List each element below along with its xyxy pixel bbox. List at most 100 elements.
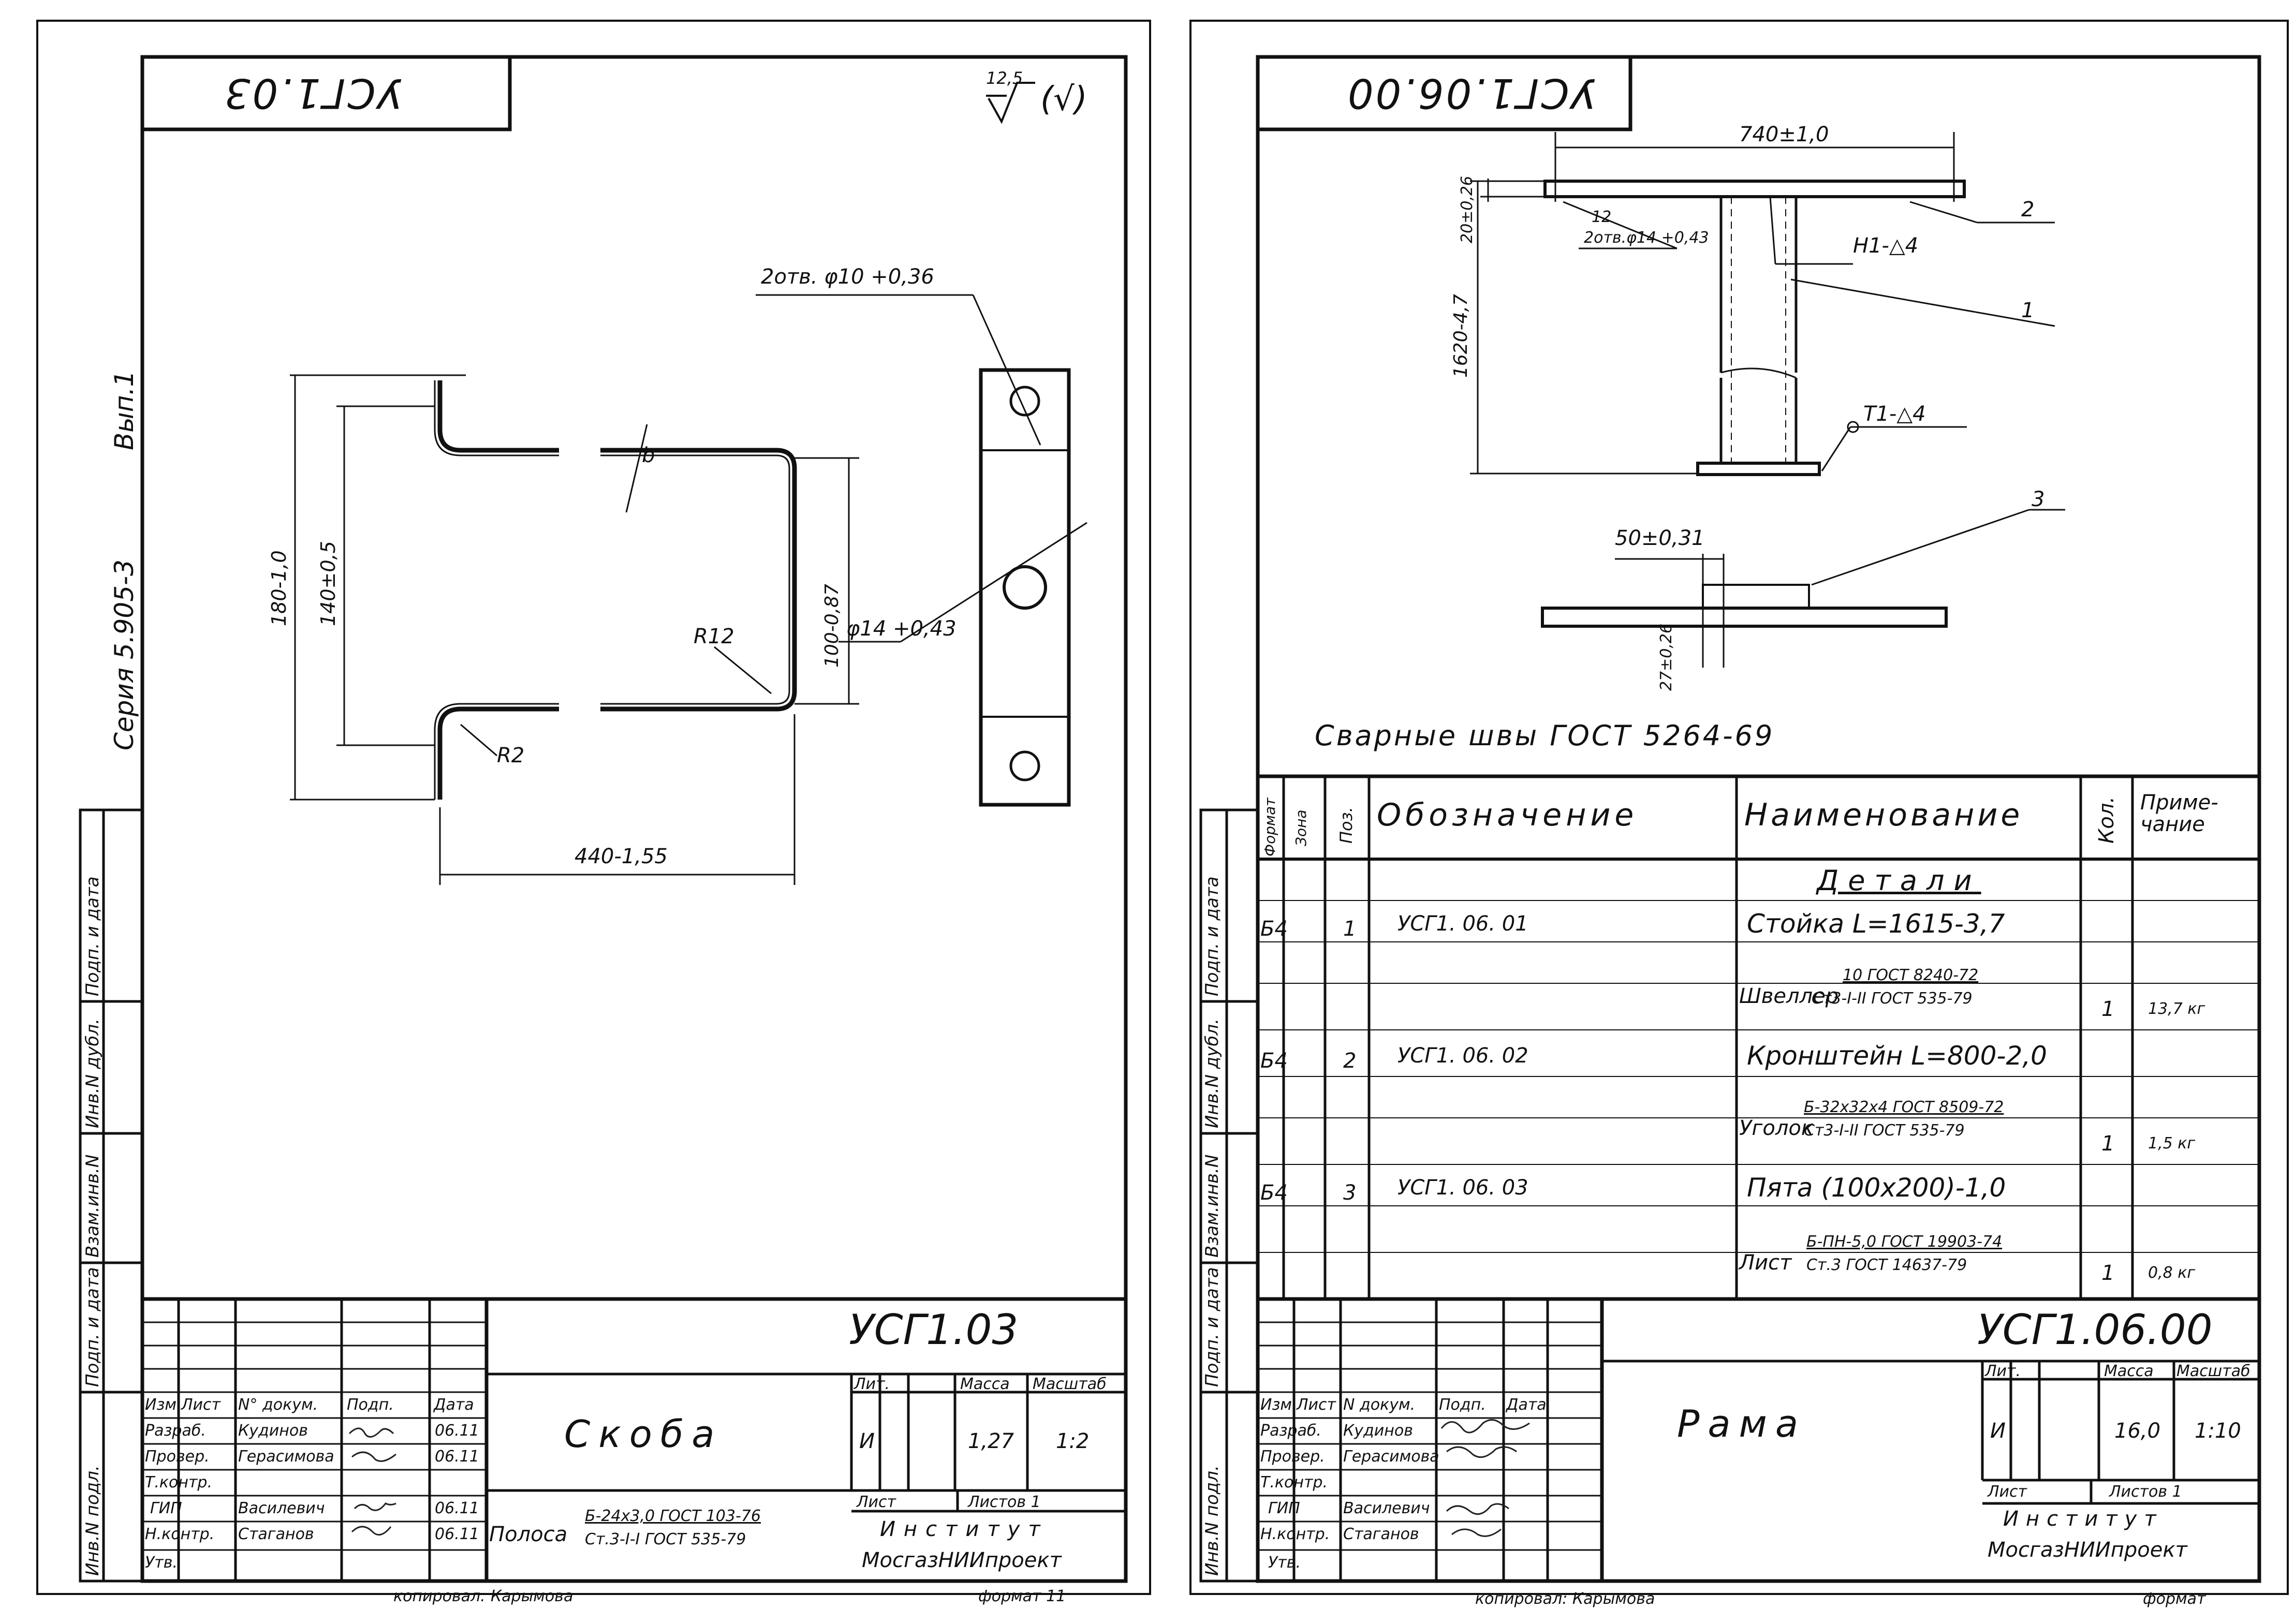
right-institute-2: МосгазНИИпроект — [1988, 1538, 2187, 1562]
right-designation: УСГ1.06.00 — [1977, 1306, 2213, 1354]
roughness-symbol-bracket: (√) — [1040, 80, 1087, 119]
left-lit-header: Лит. — [854, 1375, 890, 1393]
right-side-label-0: Инв.N подл. — [1202, 1465, 1223, 1576]
spec-row-3-mat-top: Б-ПН-5,0 ГОСТ 19903-74 — [1806, 1233, 2003, 1251]
issue-label: Вып.1 — [109, 370, 139, 450]
right-name: Рама — [1677, 1402, 1806, 1445]
spec-row-2-pos: 2 — [1343, 1049, 1357, 1073]
right-footer-format: формат — [2143, 1590, 2206, 1608]
spec-row-3-name: Пята (100х200)-1,0 — [1747, 1173, 2006, 1203]
left-name: Скоба — [564, 1412, 723, 1456]
right-hdr-3: Подп. — [1439, 1396, 1486, 1414]
series-label: Серия 5.905-3 — [109, 559, 139, 750]
left-sheets-label: Листов 1 — [968, 1493, 1041, 1511]
right-mass-header: Масса — [2104, 1362, 2154, 1380]
dim-foot-offset: 50±0,31 — [1615, 526, 1705, 550]
left-material-name: Полоса — [489, 1523, 568, 1546]
spec-row-3-qty: 1 — [2101, 1261, 2115, 1285]
left-side-label-0: Инв.N подл. — [82, 1465, 103, 1576]
spec-row-2-designation: УСГ1. 06. 02 — [1397, 1044, 1528, 1068]
left-material-top: Б-24х3,0 ГОСТ 103-76 — [585, 1507, 761, 1525]
right-footer-copied: копировал: Карымова — [1475, 1590, 1655, 1608]
dim-height-right: 100-0,87 — [821, 584, 843, 668]
dim-angle: 12 — [1592, 208, 1612, 226]
left-date-1: 06.11 — [435, 1448, 479, 1466]
left-hdr-3: Подп. — [347, 1396, 394, 1414]
spec-row-2-note: 1,5 кг — [2148, 1134, 2196, 1153]
left-scale-value: 1:2 — [1056, 1429, 1090, 1453]
left-role-5: Утв. — [145, 1554, 178, 1572]
spec-section-title: Детали — [1817, 864, 1981, 897]
spec-row-1-designation: УСГ1. 06. 01 — [1397, 912, 1528, 936]
left-mass-header: Масса — [960, 1375, 1010, 1393]
callout-2: 2 — [2021, 198, 2035, 222]
right-hdr-4: Дата — [1506, 1396, 1547, 1414]
spec-row-2-name: Кронштейн L=800-2,0 — [1747, 1041, 2047, 1071]
weld-note: Сварные швы ГОСТ 5264-69 — [1315, 719, 1775, 752]
spec-row-1-pos: 1 — [1343, 917, 1357, 941]
left-role-0: Разраб. — [145, 1422, 206, 1440]
left-hdr-2: N° докум. — [238, 1396, 318, 1414]
dim-hole-small: 2отв. φ10 +0,36 — [761, 265, 934, 289]
right-role-5: Утв. — [1268, 1554, 1301, 1572]
left-sheet-label: Лист — [857, 1493, 896, 1511]
right-sheets-label: Листов 1 — [2109, 1483, 2182, 1501]
right-role-name-4: Стаганов — [1343, 1525, 1419, 1543]
right-institute-1: Институт — [2003, 1507, 2164, 1531]
spec-row-1-note: 13,7 кг — [2148, 1000, 2205, 1018]
spec-row-2-qty: 1 — [2101, 1132, 2115, 1156]
right-side-label-4: Подп. и дата — [1202, 876, 1223, 996]
right-signatures — [1440, 1419, 1530, 1537]
left-designation: УСГ1.03 — [849, 1306, 1019, 1354]
dim-height-inner: 140±0,5 — [317, 541, 340, 626]
right-role-name-0: Кудинов — [1343, 1422, 1413, 1440]
right-lit-header: Лит. — [1985, 1362, 2021, 1380]
right-role-1: Провер. — [1260, 1448, 1325, 1466]
spec-row-3-note: 0,8 кг — [2148, 1264, 2196, 1282]
right-hdr-0: Изм — [1260, 1396, 1292, 1414]
left-material-bottom: Ст.3-I-I ГОСТ 535-79 — [585, 1530, 746, 1548]
weld-t: Т1-△4 — [1863, 402, 1926, 426]
left-side-label-1: Подп. и дата — [82, 1267, 103, 1387]
spec-hdr-pos: Поз. — [1336, 807, 1356, 844]
left-footer-format: формат 11 — [978, 1587, 1066, 1605]
left-date-4: 06.11 — [435, 1525, 479, 1543]
left-role-2: Т.контр. — [145, 1473, 213, 1492]
right-mass-value: 16,0 — [2114, 1419, 2161, 1443]
spec-row-3-material: Лист — [1739, 1251, 1792, 1275]
spec-hdr-designation: Обозначение — [1377, 797, 1638, 833]
right-side-label-2: Взам.инв.N — [1202, 1154, 1223, 1258]
left-date-0: 06.11 — [435, 1422, 479, 1440]
dim-radius-small: R2 — [497, 744, 525, 767]
left-role-3: ГИП — [150, 1499, 182, 1517]
right-hdr-1: Лист — [1297, 1396, 1336, 1414]
left-code-tab-mirrored: УСГ1.03 — [223, 69, 403, 116]
dim-radius-big: R12 — [694, 625, 734, 648]
right-role-name-3: Василевич — [1343, 1499, 1430, 1517]
spec-row-3-format: Б4 — [1260, 1181, 1288, 1205]
spec-row-3-designation: УСГ1. 06. 03 — [1397, 1176, 1528, 1200]
left-footer-copied: копировал: Карымова — [393, 1587, 573, 1605]
dim-height-left: 20±0,26 — [1458, 175, 1476, 243]
spec-row-1-mat-bot: Ст3-I-II ГОСТ 535-79 — [1812, 990, 1973, 1008]
spec-hdr-note: Приме-чание — [2140, 791, 2218, 836]
left-role-name-1: Герасимова — [238, 1448, 334, 1466]
left-hdr-0: Изм — [145, 1396, 177, 1414]
spec-row-1-qty: 1 — [2101, 997, 2115, 1021]
dim-hole-large: φ14 +0,43 — [846, 617, 957, 641]
dim-height-total: 180-1,0 — [268, 550, 290, 626]
left-role-name-0: Кудинов — [238, 1422, 308, 1440]
right-side-label-1: Подп. и дата — [1202, 1267, 1223, 1387]
right-scale-value: 1:10 — [2195, 1419, 2241, 1443]
roughness-value: 12,5 — [986, 68, 1023, 88]
right-role-3: ГИП — [1268, 1499, 1300, 1517]
spec-row-1-name: Стойка L=1615-3,7 — [1747, 909, 2005, 939]
dim-foot-height: 27±0,26 — [1657, 623, 1675, 691]
left-signatures — [348, 1427, 396, 1536]
left-role-name-3: Василевич — [238, 1499, 325, 1517]
right-side-label-3: Инв.N дубл. — [1202, 1018, 1223, 1128]
left-side-label-4: Подп. и дата — [82, 876, 103, 996]
right-sheet-label: Лист — [1988, 1483, 2027, 1501]
left-institute-2: МосгазНИИпроект — [862, 1548, 1062, 1572]
